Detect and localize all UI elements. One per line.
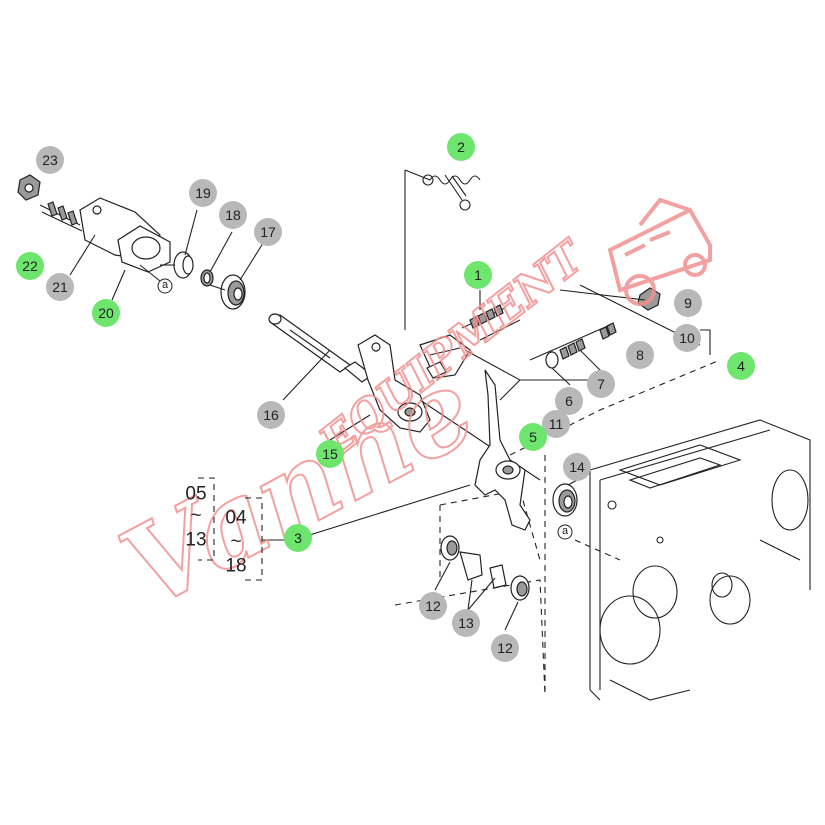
callout-label: 2	[457, 139, 465, 155]
spring-part-2	[404, 169, 481, 330]
callout-7: 7	[587, 370, 615, 398]
callout-label: 23	[42, 152, 58, 168]
callout-bubble	[189, 179, 217, 207]
callout-bubble	[419, 592, 447, 620]
callout-bubble	[254, 218, 282, 246]
callout-10: 10	[673, 324, 701, 352]
callout-label: 18	[225, 207, 241, 223]
callout-label: 9	[684, 295, 692, 311]
callout-bubble	[673, 324, 701, 352]
engine-block	[589, 419, 811, 701]
callout-label: 22	[22, 258, 38, 274]
ref-mark-1: a	[157, 278, 173, 294]
serial-range-bracket: 05 ~ 13 04 ~ 18	[185, 477, 263, 581]
callout-bubble	[447, 133, 475, 161]
callout-label: 12	[425, 598, 441, 614]
callout-bubble	[92, 299, 120, 327]
callout-5: 5	[519, 423, 547, 451]
callout-bubble	[727, 352, 755, 380]
callout-bubble	[284, 524, 312, 552]
callout-bubble	[452, 609, 480, 637]
callout-label: 8	[636, 347, 644, 363]
ref-mark-2: a	[557, 524, 573, 540]
shaft-part-16	[268, 313, 374, 383]
callout-bubble	[542, 410, 570, 438]
callout-6: 6	[555, 387, 583, 415]
callout-bubble	[219, 201, 247, 229]
callout-bubble	[257, 401, 285, 429]
callout-4: 4	[727, 352, 755, 380]
ref-mark-1-label: a	[162, 279, 169, 291]
callout-bubble	[563, 453, 591, 481]
lever-assembly	[357, 319, 590, 531]
callout-label: 3	[294, 530, 302, 546]
ref-mark-2-label: a	[562, 525, 569, 537]
leader-lines	[69, 209, 611, 631]
callout-label: 10	[679, 330, 695, 346]
callout-13: 13	[452, 609, 480, 637]
callout-bubble	[491, 634, 519, 662]
callout-3: 3	[284, 524, 312, 552]
callout-21: 21	[46, 273, 74, 301]
callout-label: 12	[497, 640, 513, 656]
callout-22: 22	[16, 252, 44, 280]
callout-bubble	[16, 252, 44, 280]
callout-23: 23	[36, 146, 64, 174]
spring-part-1	[461, 304, 506, 329]
callout-label: 5	[529, 429, 537, 445]
callout-17: 17	[254, 218, 282, 246]
callout-11: 11	[542, 410, 570, 438]
callout-bubble	[36, 146, 64, 174]
range-inner-from: 04	[225, 508, 247, 529]
bearing-part-14	[552, 483, 578, 517]
callout-12: 12	[419, 592, 447, 620]
callout-bubble	[674, 289, 702, 317]
range-inner-tilde: ~	[230, 532, 241, 553]
callout-16: 16	[257, 401, 285, 429]
range-outer-to: 13	[185, 530, 206, 551]
callout-bubble	[464, 261, 492, 289]
callout-12: 12	[491, 634, 519, 662]
callout-bubble	[587, 370, 615, 398]
callout-19: 19	[189, 179, 217, 207]
callout-bubble	[626, 341, 654, 369]
callout-label: 19	[195, 185, 211, 201]
callout-label: 20	[98, 305, 114, 321]
callout-label: 7	[597, 376, 605, 392]
callout-20: 20	[92, 299, 120, 327]
callout-label: 1	[474, 267, 482, 283]
callout-label: 13	[458, 615, 474, 631]
callout-label: 17	[260, 224, 276, 240]
callout-bubble	[555, 387, 583, 415]
range-outer-from: 05	[185, 484, 206, 505]
callout-bubble	[46, 273, 74, 301]
callout-label: 15	[322, 446, 338, 462]
left-assembly	[17, 174, 246, 310]
callout-label: 6	[565, 393, 573, 409]
tractor-logo-icon	[607, 197, 712, 306]
callout-14: 14	[563, 453, 591, 481]
callout-label: 16	[263, 407, 279, 423]
range-outer-tilde: ~	[190, 506, 201, 527]
callout-bubble	[519, 423, 547, 451]
callout-1: 1	[464, 261, 492, 289]
callout-2: 2	[447, 133, 475, 161]
callout-label: 11	[549, 416, 564, 432]
callout-8: 8	[626, 341, 654, 369]
range-inner-to: 18	[225, 556, 246, 577]
callout-bubble	[316, 440, 344, 468]
callout-9: 9	[674, 289, 702, 317]
callout-18: 18	[219, 201, 247, 229]
callout-label: 14	[569, 459, 585, 475]
callout-label: 4	[737, 358, 745, 374]
callout-15: 15	[316, 440, 344, 468]
bushings-12-13	[440, 535, 530, 601]
callout-label: 21	[52, 279, 68, 295]
